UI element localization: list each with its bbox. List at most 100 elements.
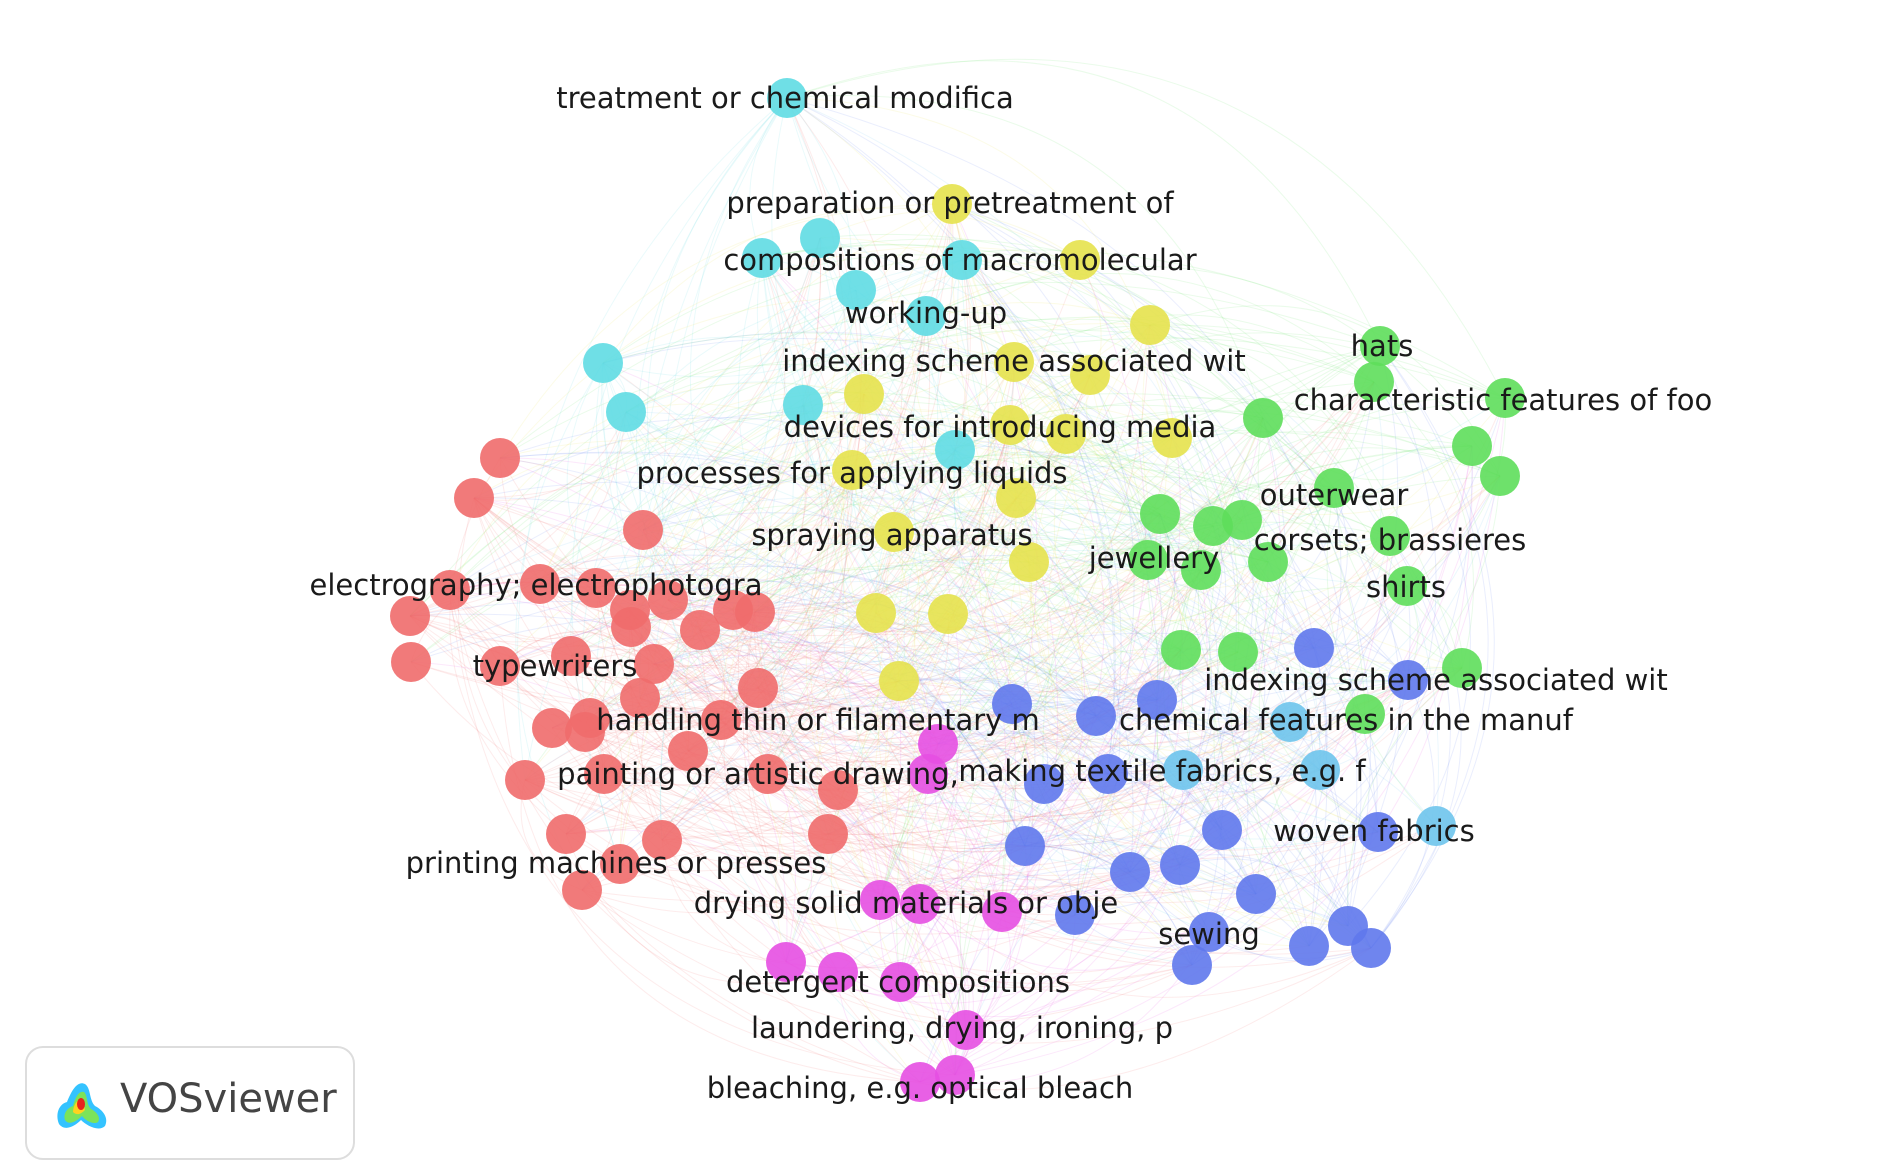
node-label[interactable]: indexing scheme associated wit bbox=[1204, 663, 1667, 697]
green-node[interactable] bbox=[1248, 542, 1288, 582]
red-node[interactable] bbox=[611, 607, 651, 647]
magenta-node[interactable] bbox=[982, 892, 1022, 932]
cyan-node[interactable] bbox=[836, 270, 876, 310]
yellow-node[interactable] bbox=[1060, 240, 1100, 280]
green-node[interactable] bbox=[1345, 694, 1385, 734]
node-label[interactable]: chemical features in the manuf bbox=[1119, 703, 1574, 737]
blue-node[interactable] bbox=[1189, 912, 1229, 952]
red-node[interactable] bbox=[480, 438, 520, 478]
blue-node[interactable] bbox=[1202, 810, 1242, 850]
yellow-node[interactable] bbox=[874, 512, 914, 552]
cyan-node[interactable] bbox=[767, 78, 807, 118]
magenta-node[interactable] bbox=[766, 942, 806, 982]
cyan-node[interactable] bbox=[906, 296, 946, 336]
green-node[interactable] bbox=[1354, 362, 1394, 402]
red-node[interactable] bbox=[648, 580, 688, 620]
red-node[interactable] bbox=[505, 760, 545, 800]
red-node[interactable] bbox=[680, 610, 720, 650]
red-node[interactable] bbox=[576, 568, 616, 608]
red-node[interactable] bbox=[748, 754, 788, 794]
green-node[interactable] bbox=[1314, 468, 1354, 508]
blue-node[interactable] bbox=[1351, 928, 1391, 968]
green-node[interactable] bbox=[1222, 500, 1262, 540]
red-node[interactable] bbox=[808, 814, 848, 854]
red-node[interactable] bbox=[390, 596, 430, 636]
lightblue-node[interactable] bbox=[1300, 750, 1340, 790]
red-node[interactable] bbox=[701, 700, 741, 740]
red-node[interactable] bbox=[520, 564, 560, 604]
node-label[interactable]: drying solid materials or obje bbox=[694, 886, 1118, 920]
node-label[interactable]: detergent compositions bbox=[726, 965, 1070, 999]
red-node[interactable] bbox=[454, 478, 494, 518]
yellow-node[interactable] bbox=[990, 405, 1030, 445]
yellow-node[interactable] bbox=[832, 450, 872, 490]
yellow-node[interactable] bbox=[996, 478, 1036, 518]
node-label[interactable]: devices for introducing media bbox=[784, 410, 1217, 444]
blue-node[interactable] bbox=[992, 684, 1032, 724]
yellow-node[interactable] bbox=[928, 594, 968, 634]
node-label[interactable]: printing machines or presses bbox=[406, 846, 827, 880]
green-node[interactable] bbox=[1243, 398, 1283, 438]
blue-node[interactable] bbox=[1137, 680, 1177, 720]
yellow-node[interactable] bbox=[1130, 305, 1170, 345]
blue-node[interactable] bbox=[1289, 926, 1329, 966]
yellow-node[interactable] bbox=[856, 593, 896, 633]
node-label[interactable]: hats bbox=[1351, 329, 1414, 363]
cyan-node[interactable] bbox=[800, 218, 840, 258]
cyan-node[interactable] bbox=[606, 392, 646, 432]
red-node[interactable] bbox=[623, 510, 663, 550]
blue-node[interactable] bbox=[1055, 895, 1095, 935]
magenta-node[interactable] bbox=[946, 1010, 986, 1050]
blue-node[interactable] bbox=[1088, 754, 1128, 794]
node-label[interactable]: handling thin or filamentary m bbox=[596, 703, 1040, 737]
magenta-node[interactable] bbox=[860, 880, 900, 920]
node-label[interactable]: electrography; electrophotogra bbox=[310, 568, 763, 602]
red-node[interactable] bbox=[620, 678, 660, 718]
green-node[interactable] bbox=[1452, 426, 1492, 466]
magenta-node[interactable] bbox=[908, 754, 948, 794]
yellow-node[interactable] bbox=[994, 342, 1034, 382]
green-node[interactable] bbox=[1370, 516, 1410, 556]
red-node[interactable] bbox=[480, 646, 520, 686]
lightblue-node[interactable] bbox=[1270, 702, 1310, 742]
yellow-node[interactable] bbox=[1046, 414, 1086, 454]
green-node[interactable] bbox=[1128, 540, 1168, 580]
red-node[interactable] bbox=[565, 712, 605, 752]
green-node[interactable] bbox=[1181, 550, 1221, 590]
green-node[interactable] bbox=[1480, 456, 1520, 496]
node-label[interactable]: jewellery bbox=[1088, 541, 1220, 575]
red-node[interactable] bbox=[430, 570, 470, 610]
node-label[interactable]: working-up bbox=[845, 296, 1007, 330]
node-label[interactable]: woven fabrics bbox=[1273, 814, 1475, 848]
node-label[interactable]: corsets; brassieres bbox=[1254, 523, 1526, 557]
green-node[interactable] bbox=[1442, 648, 1482, 688]
red-node[interactable] bbox=[642, 820, 682, 860]
green-node[interactable] bbox=[1218, 632, 1258, 672]
magenta-node[interactable] bbox=[818, 952, 858, 992]
red-node[interactable] bbox=[634, 644, 674, 684]
blue-node[interactable] bbox=[1160, 845, 1200, 885]
red-node[interactable] bbox=[668, 731, 708, 771]
blue-node[interactable] bbox=[1024, 764, 1064, 804]
magenta-node[interactable] bbox=[935, 1055, 975, 1095]
red-node[interactable] bbox=[735, 592, 775, 632]
node-label[interactable]: outerwear bbox=[1260, 478, 1409, 512]
red-node[interactable] bbox=[818, 770, 858, 810]
magenta-node[interactable] bbox=[880, 962, 920, 1002]
green-node[interactable] bbox=[1140, 494, 1180, 534]
node-label[interactable]: preparation or pretreatment of bbox=[726, 186, 1174, 220]
red-node[interactable] bbox=[738, 668, 778, 708]
node-label[interactable]: spraying apparatus bbox=[751, 518, 1032, 552]
node-label[interactable]: sewing bbox=[1158, 917, 1260, 951]
blue-node[interactable] bbox=[1358, 812, 1398, 852]
red-node[interactable] bbox=[532, 708, 572, 748]
cyan-node[interactable] bbox=[935, 430, 975, 470]
blue-node[interactable] bbox=[1172, 945, 1212, 985]
node-label[interactable]: making textile fabrics, e.g. f bbox=[958, 754, 1366, 788]
cyan-node[interactable] bbox=[742, 238, 782, 278]
cyan-node[interactable] bbox=[583, 343, 623, 383]
lightblue-node[interactable] bbox=[1416, 806, 1456, 846]
cyan-node[interactable] bbox=[942, 240, 982, 280]
yellow-node[interactable] bbox=[1009, 542, 1049, 582]
